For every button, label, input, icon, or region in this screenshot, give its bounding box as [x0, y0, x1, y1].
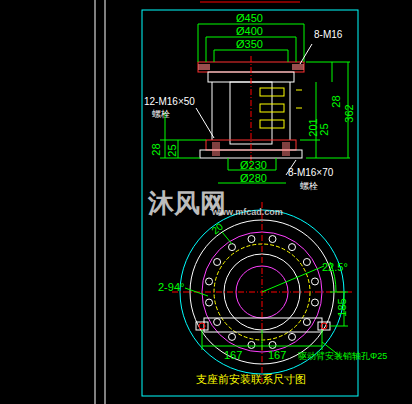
dimension: 20	[210, 222, 225, 237]
dimension: Ø400	[236, 26, 263, 37]
dimension: 167	[268, 350, 286, 361]
watermark: www.mfcad.com	[212, 208, 283, 217]
dimension: Ø450	[236, 13, 263, 24]
dimension: 28	[151, 143, 162, 155]
drawing-caption: 支座前安装联系尺寸图	[196, 374, 306, 385]
dimension: Ø230	[240, 160, 267, 171]
dimension: 2-94°	[158, 282, 184, 293]
bolt-spec: 12-M16×50	[144, 97, 195, 107]
frame-line	[105, 0, 106, 404]
frame-line	[95, 0, 96, 404]
dimension: 362	[344, 104, 355, 122]
dimension: 185	[337, 298, 348, 316]
dimension: 28	[331, 95, 342, 107]
dimension-lines	[185, 232, 348, 356]
border	[142, 10, 358, 396]
note: 驱动臂安装销轴孔Φ25	[298, 352, 387, 361]
dimension: 22.5°	[322, 262, 348, 273]
dimension: 167	[224, 350, 242, 361]
part-name: 螺栓	[300, 182, 318, 191]
dimension: Ø350	[236, 39, 263, 50]
dimension: 25	[319, 123, 330, 135]
side-view	[198, 56, 304, 170]
part-name: 螺栓	[152, 110, 170, 119]
bolt-spec: 8-M16	[314, 30, 342, 40]
bolt-spec: 8-M16×70	[288, 168, 333, 178]
dimension: Ø280	[240, 173, 267, 184]
dimension: 25	[167, 144, 178, 156]
dimension: 201	[308, 118, 319, 136]
